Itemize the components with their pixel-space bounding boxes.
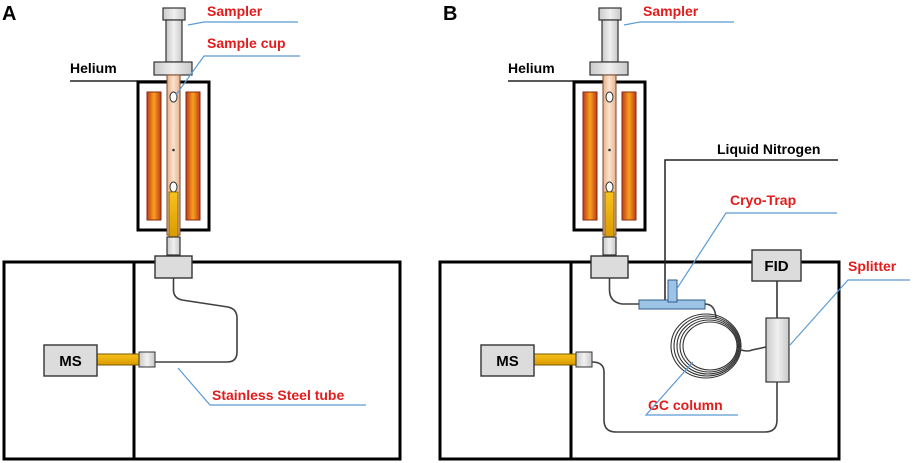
gc-column-coil	[670, 313, 742, 379]
transfer-line-a	[96, 353, 140, 366]
sampler-b	[589, 7, 629, 76]
fid-label: FID	[764, 258, 788, 275]
sampler-label-b: Sampler	[643, 3, 699, 19]
transfer-line-b	[533, 353, 577, 366]
ms-label-b: MS	[496, 353, 519, 370]
sample-cup-label: Sample cup	[207, 35, 286, 51]
furnace-a	[136, 74, 211, 239]
sampler-callout-b	[623, 21, 734, 26]
helium-label-b: Helium	[508, 60, 555, 76]
injector-b	[590, 255, 629, 279]
sampler-callout-a	[187, 21, 298, 26]
injector-a	[154, 255, 193, 279]
panel-b: B Helium Liquid Nitrogen	[438, 3, 910, 461]
oven-enclosure-b	[569, 260, 841, 461]
cryo-trap-callout	[675, 212, 837, 291]
sampler-label-a: Sampler	[207, 3, 263, 19]
furnace-b	[572, 74, 647, 239]
liquid-nitrogen-line	[664, 159, 838, 300]
tube-callout	[177, 367, 366, 406]
ms-box-a	[43, 344, 98, 377]
ms-box-b	[480, 344, 535, 377]
cryo-trap	[638, 279, 706, 310]
trap-to-column-tube	[704, 303, 717, 319]
liquid-nitrogen-label: Liquid Nitrogen	[717, 141, 820, 157]
sampler-a	[153, 7, 193, 76]
column-to-splitter-tube	[740, 346, 767, 352]
stainless-steel-tube	[155, 278, 238, 363]
splitter-box	[765, 317, 790, 383]
injector-to-trap-tube	[608, 278, 639, 305]
panel-b-letter: B	[443, 3, 457, 25]
ms-label-a: MS	[59, 353, 82, 370]
helium-label-a: Helium	[70, 60, 117, 76]
gc-column-callout	[644, 361, 738, 416]
splitter-callout	[789, 279, 910, 346]
splitter-label: Splitter	[848, 258, 897, 274]
panel-a-letter: A	[2, 3, 16, 25]
panel-a: A Helium	[2, 3, 402, 461]
cryo-trap-label: Cryo-Trap	[730, 192, 796, 208]
gc-column-label: GC column	[648, 397, 723, 413]
stainless-steel-tube-label: Stainless Steel tube	[212, 387, 344, 403]
splitter-to-ms-tube	[591, 361, 778, 433]
sample-cup-a	[169, 91, 178, 103]
sample-cup-callout	[175, 55, 300, 96]
